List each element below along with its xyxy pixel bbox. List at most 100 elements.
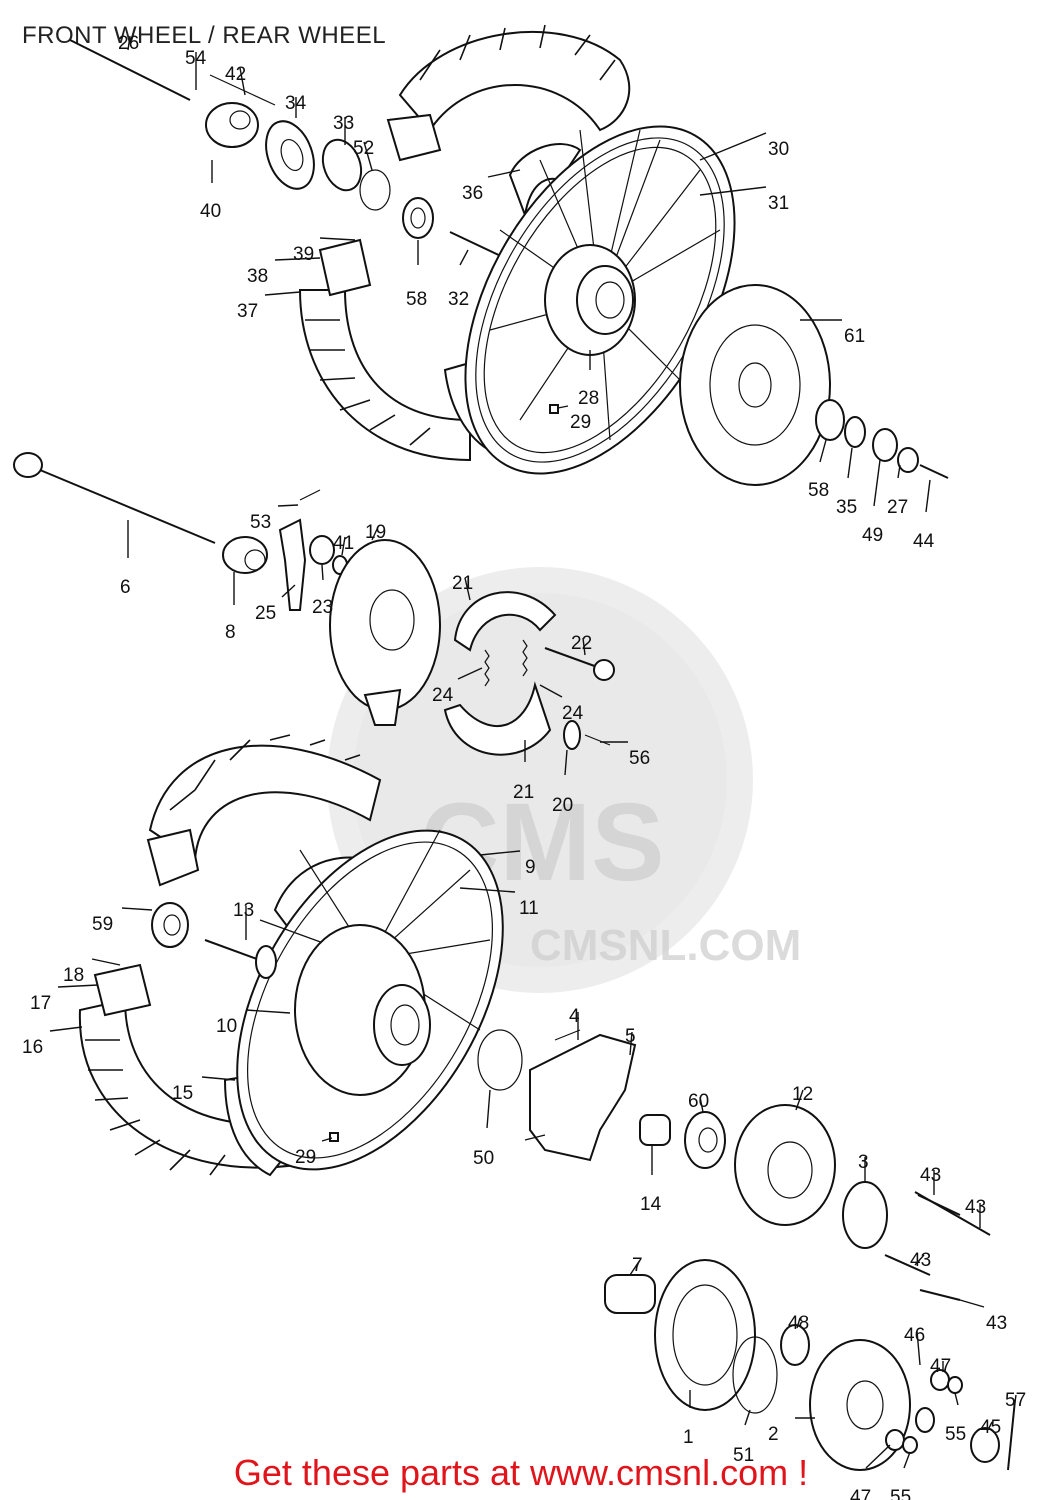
part-callout-49: 49 <box>862 525 883 546</box>
part-callout-6: 6 <box>120 577 131 598</box>
part-callout-7: 7 <box>632 1255 643 1276</box>
leader-line <box>699 186 767 196</box>
leader-lines <box>49 35 1017 1469</box>
leader-line <box>796 1317 801 1329</box>
axle-nut-45 <box>970 1427 1000 1463</box>
nuts-47-55 <box>885 1369 963 1454</box>
dust-seal-35 <box>844 416 866 448</box>
part-callout-46: 46 <box>904 1325 925 1346</box>
part-callout-45: 45 <box>980 1417 1001 1438</box>
part-callout-19: 19 <box>365 522 386 543</box>
part-callout-59: 59 <box>92 914 113 935</box>
air-valve-29-bottom <box>329 1132 339 1142</box>
spacer-49 <box>872 428 898 462</box>
brake-shoe-lower <box>443 681 552 756</box>
part-callout-37: 37 <box>237 301 258 322</box>
part-callout-57: 57 <box>1005 1390 1026 1411</box>
rear-spokes <box>259 829 491 1031</box>
leader-line <box>1014 1394 1017 1403</box>
rear-sprocket-1 <box>654 1259 756 1411</box>
part-callout-47: 47 <box>850 1487 871 1500</box>
part-callout-32: 32 <box>448 289 469 310</box>
part-callout-27: 27 <box>887 497 908 518</box>
part-callout-43: 43 <box>986 1313 1007 1334</box>
leader-line <box>57 984 99 988</box>
part-callout-11: 11 <box>519 898 539 919</box>
part-callout-13: 13 <box>233 900 254 921</box>
part-callout-58: 58 <box>808 480 829 501</box>
front-axle-top <box>69 39 191 101</box>
leader-line <box>201 1076 236 1081</box>
part-callout-55: 55 <box>890 1487 911 1500</box>
part-callout-17: 17 <box>30 993 51 1014</box>
front-hub <box>544 244 636 356</box>
leader-line <box>699 132 767 161</box>
part-callout-25: 25 <box>255 603 276 624</box>
leader-line <box>903 1451 911 1469</box>
part-callout-21: 21 <box>513 782 534 803</box>
leader-line <box>925 479 931 513</box>
leader-line <box>121 907 153 911</box>
leader-line <box>539 684 563 698</box>
leader-line <box>479 850 521 856</box>
leader-line <box>459 249 469 266</box>
part-callout-29: 29 <box>295 1147 316 1168</box>
leader-line <box>959 1299 985 1308</box>
brake-panel <box>329 539 441 726</box>
leader-line <box>321 564 324 581</box>
bearing-59 <box>151 902 189 948</box>
leader-line <box>49 1026 83 1032</box>
part-callout-56: 56 <box>629 748 650 769</box>
leader-line <box>744 1409 751 1426</box>
leader-line <box>281 584 296 598</box>
footer-link-text[interactable]: Get these parts at www.cmsnl.com ! <box>233 1452 809 1493</box>
part-callout-34: 34 <box>285 93 307 114</box>
leader-line <box>564 749 568 776</box>
leader-line <box>264 291 301 296</box>
leader-line <box>277 504 299 507</box>
distance-collar-32 <box>449 231 506 259</box>
part-callout-36: 36 <box>462 183 483 204</box>
part-callout-21: 21 <box>452 573 473 594</box>
brake-arm <box>278 489 321 611</box>
part-callout-42: 42 <box>225 64 246 85</box>
leader-line <box>819 439 827 463</box>
part-callout-53: 53 <box>250 512 271 533</box>
part-callout-5: 5 <box>625 1026 636 1047</box>
stopper-20-56 <box>563 720 611 750</box>
part-callout-18: 18 <box>63 965 84 986</box>
part-callout-33: 33 <box>333 113 354 134</box>
part-callout-26: 26 <box>118 33 139 54</box>
leader-line <box>486 1089 491 1129</box>
distance-collar-13 <box>204 939 277 979</box>
bearing-60 <box>684 1111 726 1169</box>
speedometer-gearbox <box>205 74 276 148</box>
leader-line <box>319 237 356 241</box>
part-callout-31: 31 <box>768 193 789 214</box>
leader-line <box>629 1259 641 1276</box>
leader-line <box>274 257 321 261</box>
leader-line <box>341 536 346 556</box>
leader-line <box>239 67 246 96</box>
part-callout-47: 47 <box>930 1356 951 1377</box>
leader-line <box>865 1444 891 1469</box>
part-callout-35: 35 <box>836 497 857 518</box>
front-brake-disc <box>679 284 831 486</box>
rear-hub <box>294 924 431 1096</box>
axle-collar-8 <box>222 536 268 574</box>
part-callout-20: 20 <box>552 795 573 816</box>
part-callout-4: 4 <box>569 1006 580 1027</box>
leader-line <box>245 1009 291 1014</box>
axle-nut-27-44 <box>897 447 949 479</box>
caliper-4-5 <box>524 1029 637 1162</box>
part-callout-1: 1 <box>683 1427 694 1448</box>
leader-line <box>987 1421 993 1431</box>
part-callout-52: 52 <box>353 138 374 159</box>
part-callout-48: 48 <box>788 1313 809 1334</box>
part-callout-24: 24 <box>432 685 454 706</box>
part-callout-12: 12 <box>792 1084 813 1105</box>
part-callout-50: 50 <box>473 1148 494 1169</box>
leader-line <box>582 637 586 656</box>
part-callout-51: 51 <box>733 1445 754 1466</box>
